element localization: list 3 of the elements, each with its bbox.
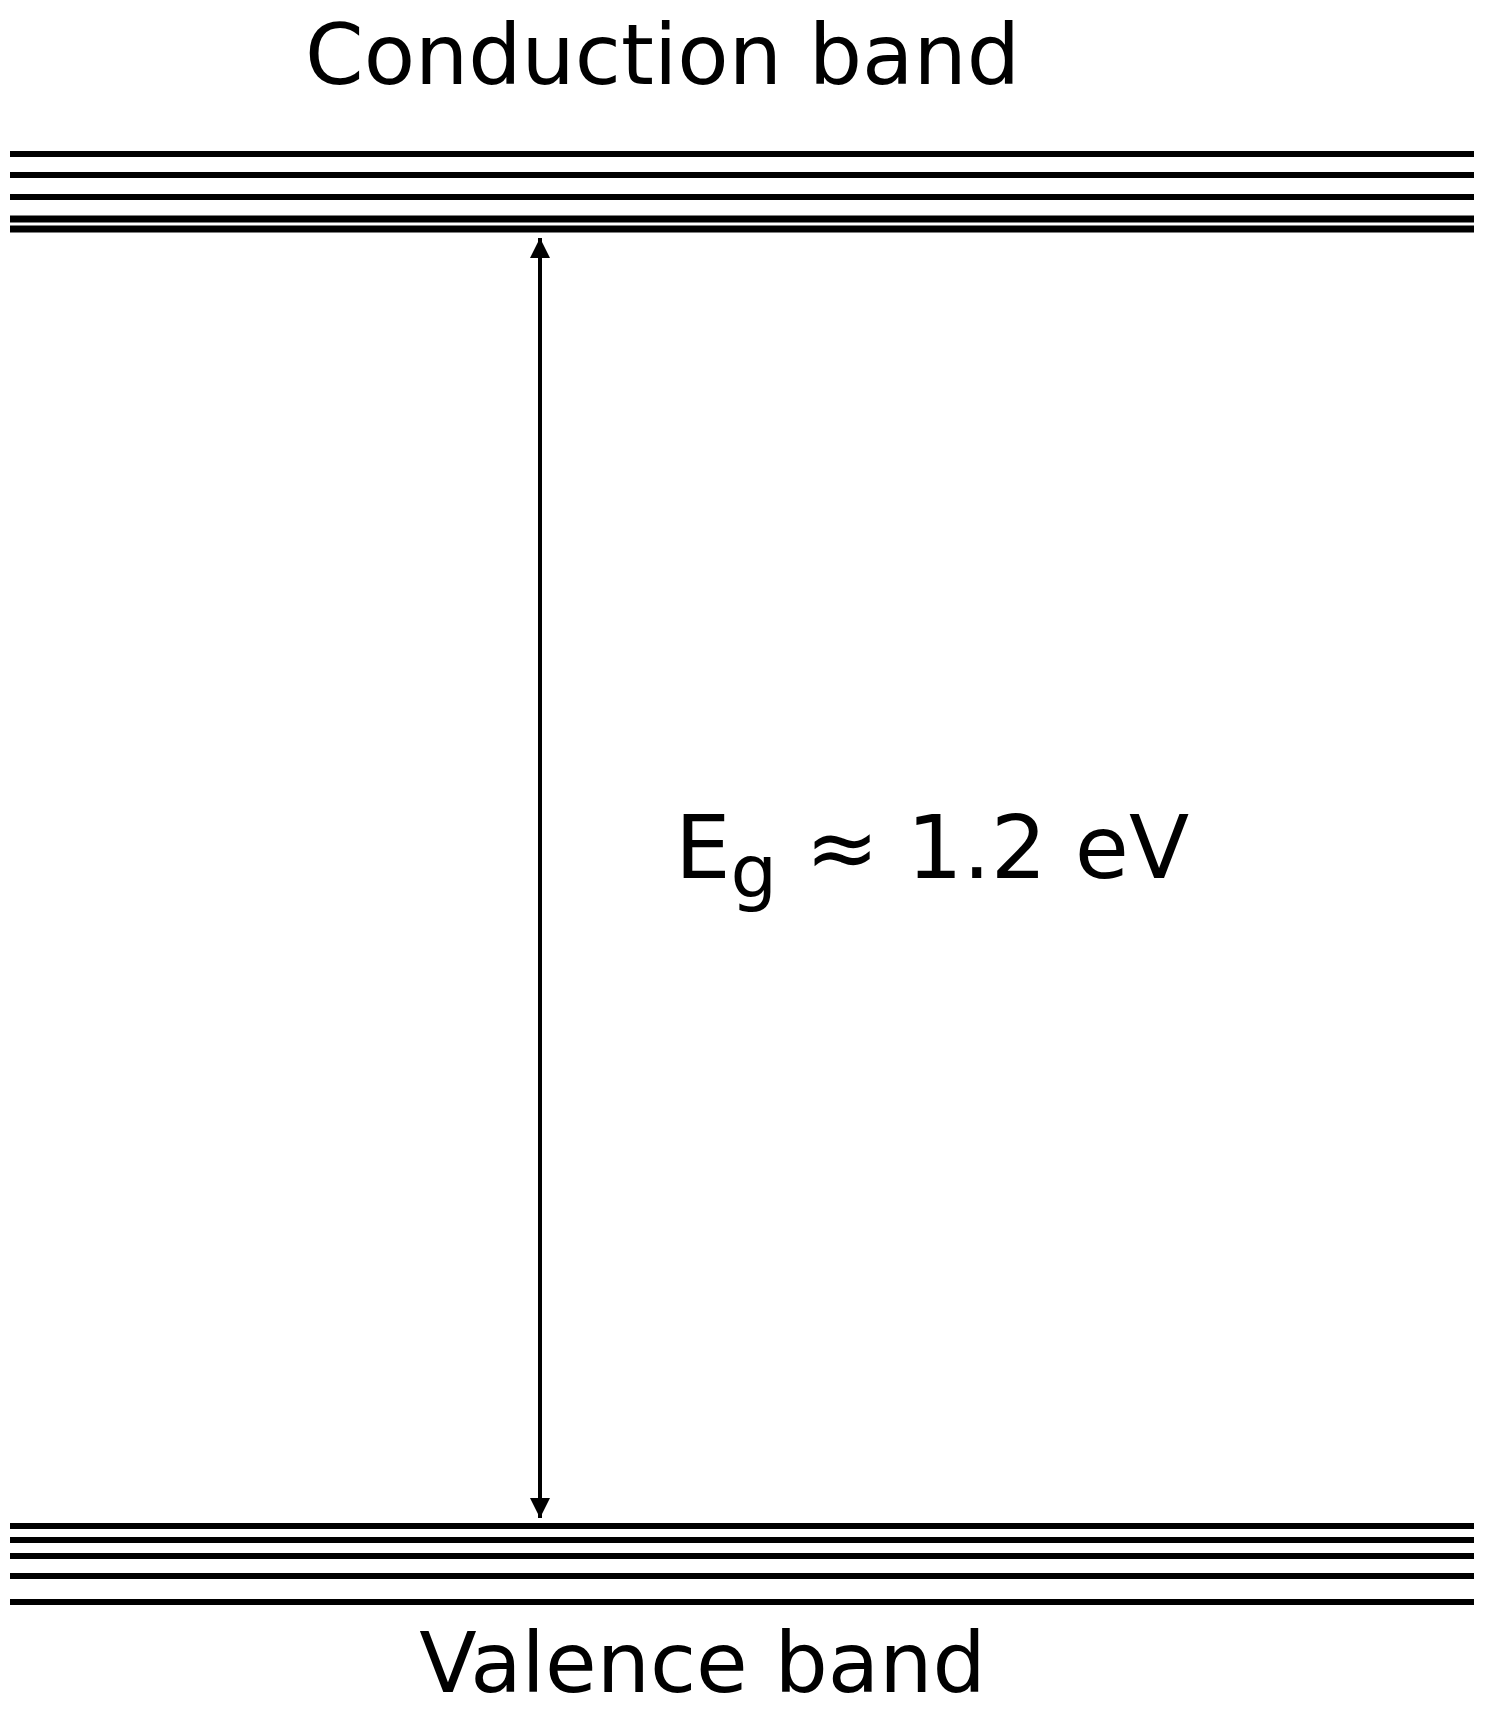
band-label: Valence band [419, 1613, 986, 1713]
band-label: Conduction band [305, 5, 1020, 105]
double-arrow [530, 238, 550, 1518]
